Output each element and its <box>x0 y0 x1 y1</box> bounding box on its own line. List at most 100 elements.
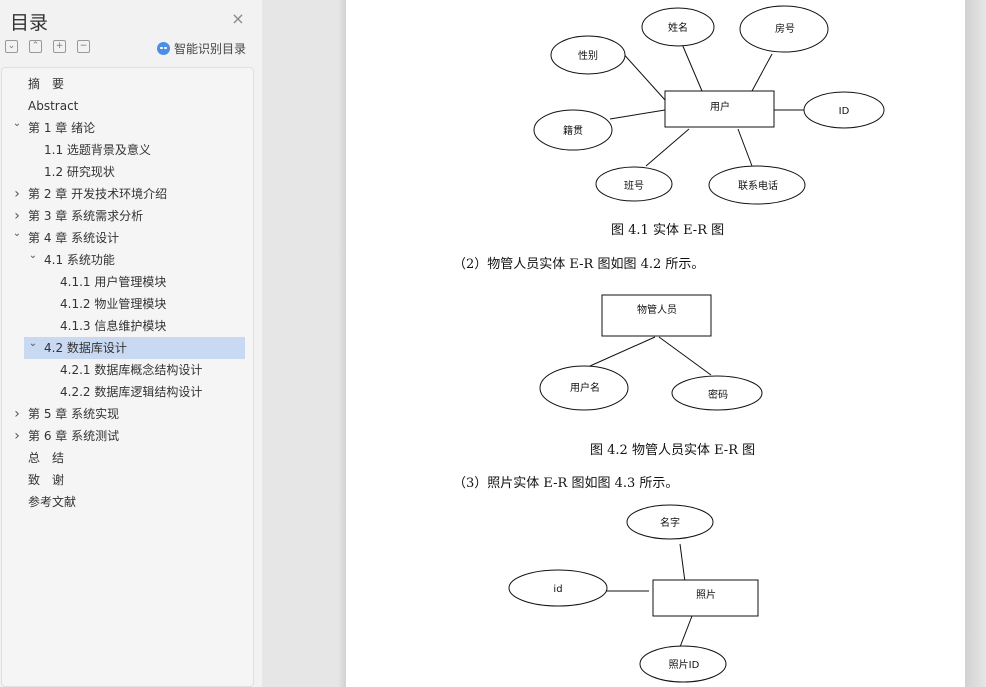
attribute-ellipse <box>739 5 829 53</box>
expand-all-button[interactable]: ⌄ <box>5 40 18 53</box>
toc-toolbar: ⌄ ⌃ + − <box>5 40 90 56</box>
toc-item[interactable]: 1.2 研究现状 <box>24 161 245 183</box>
chevron-down-icon[interactable]: ⌄ <box>12 118 22 129</box>
paragraph: （2）物管人员实体 E-R 图如图 4.2 所示。 <box>453 257 705 272</box>
toc-item-label: Abstract <box>28 99 79 113</box>
toc-item[interactable]: 摘 要 <box>24 73 245 95</box>
toc-item[interactable]: 4.2.2 数据库逻辑结构设计 <box>24 381 245 403</box>
toc-item-label: 第 3 章 系统需求分析 <box>28 209 144 223</box>
toc-item[interactable]: 4.1.3 信息维护模块 <box>24 315 245 337</box>
toc-item-label: 4.1.2 物业管理模块 <box>60 297 167 311</box>
attribute-label: 名字 <box>660 516 680 529</box>
toc-item-label: 第 6 章 系统测试 <box>28 429 120 443</box>
er-diagrams: 用户 姓名 房号 性别 ID 籍贯 班号 联系电话 物管人员 用户名 密码 照片… <box>508 5 885 683</box>
toc-item-label: 4.2.2 数据库逻辑结构设计 <box>60 385 203 399</box>
toc-item[interactable]: › 第 3 章 系统需求分析 <box>14 205 245 227</box>
paragraph: （3）照片实体 E-R 图如图 4.3 所示。 <box>453 476 679 491</box>
toc-item-label: 4.1 系统功能 <box>44 253 115 267</box>
entity-label: 用户 <box>710 100 730 113</box>
toc-item[interactable]: Abstract <box>24 95 245 117</box>
er-edge <box>619 49 666 101</box>
toc-item[interactable]: 1.1 选题背景及意义 <box>24 139 245 161</box>
toc-item-label: 第 4 章 系统设计 <box>28 231 120 245</box>
toc-item[interactable]: ⌄ 第 1 章 绪论 <box>13 117 245 139</box>
er-edge <box>679 543 686 583</box>
chevron-down-icon[interactable]: ⌄ <box>28 250 38 261</box>
toc-item[interactable]: 参考文献 <box>24 491 245 513</box>
chevron-right-icon[interactable]: › <box>14 428 20 444</box>
attribute-ellipse <box>533 109 613 151</box>
toc-item[interactable]: › 第 2 章 开发技术环境介绍 <box>14 183 245 205</box>
attribute-label: 姓名 <box>668 21 688 34</box>
decrease-level-button[interactable]: − <box>77 40 90 53</box>
attribute-ellipse <box>639 645 727 683</box>
attribute-label: 照片ID <box>669 658 700 671</box>
toc-item[interactable]: 总 结 <box>24 447 245 469</box>
increase-level-button[interactable]: + <box>53 40 66 53</box>
entity-box <box>652 579 759 617</box>
toc-item-label: 致 谢 <box>28 473 65 487</box>
attribute-label: ID <box>839 106 850 117</box>
document-page: 用户 姓名 房号 性别 ID 籍贯 班号 联系电话 物管人员 用户名 密码 照片… <box>346 0 965 687</box>
toc-item[interactable]: › 第 6 章 系统测试 <box>14 425 245 447</box>
smart-toc-button[interactable]: 智能识别目录 <box>157 40 246 57</box>
entity-box <box>664 90 775 128</box>
attribute-label: 用户名 <box>570 381 600 394</box>
sidebar-title: 目录 <box>10 12 49 34</box>
toc-item[interactable]: › 第 5 章 系统实现 <box>14 403 245 425</box>
toc-item[interactable]: 致 谢 <box>24 469 245 491</box>
toc-item[interactable]: 4.1.1 用户管理模块 <box>24 271 245 293</box>
chevron-right-icon[interactable]: › <box>14 186 20 202</box>
attribute-ellipse <box>641 7 715 47</box>
attribute-label: 班号 <box>624 180 644 192</box>
collapse-all-button[interactable]: ⌃ <box>29 40 42 53</box>
er-edge <box>679 615 693 648</box>
toc-list: 摘 要 Abstract ⌄ 第 1 章 绪论 1.1 选题背景及意义 1.2 研究现状 ›… <box>1 67 254 687</box>
figure-caption: 图 4.1 实体 E-R 图 <box>611 223 725 238</box>
toc-item-label: 摘 要 <box>28 77 65 91</box>
attribute-label: id <box>553 584 562 595</box>
toc-item-label: 1.1 选题背景及意义 <box>44 143 151 157</box>
attribute-label: 性别 <box>578 49 598 62</box>
er-edge <box>645 128 690 167</box>
ai-assistant-icon <box>157 42 170 55</box>
figure-caption: 图 4.2 物管人员实体 E-R 图 <box>590 443 756 458</box>
chevron-down-icon[interactable]: ⌄ <box>28 338 38 349</box>
chevron-right-icon[interactable]: › <box>14 406 20 422</box>
toc-item-label: 第 5 章 系统实现 <box>28 407 120 421</box>
entity-label: 照片 <box>696 588 716 601</box>
er-edge <box>751 53 773 92</box>
toc-item-label: 4.2.1 数据库概念结构设计 <box>60 363 203 377</box>
chevron-down-icon[interactable]: ⌄ <box>12 228 22 239</box>
toc-item[interactable]: ⌄ 4.2 数据库设计 <box>24 337 245 359</box>
attribute-ellipse <box>671 375 763 411</box>
toc-item[interactable]: 4.2.1 数据库概念结构设计 <box>24 359 245 381</box>
er-edge <box>589 336 656 367</box>
close-icon[interactable]: × <box>231 9 245 28</box>
toc-item[interactable]: ⌄ 第 4 章 系统设计 <box>13 227 245 249</box>
attribute-ellipse <box>803 91 885 129</box>
toc-item[interactable]: ⌄ 4.1 系统功能 <box>24 249 245 271</box>
attribute-ellipse <box>708 165 806 205</box>
toc-sidebar: 目录 × ⌄ ⌃ + − 智能识别目录 摘 要 Abstract ⌄ 第 1 章 绪论… <box>0 0 262 687</box>
chevron-right-icon[interactable]: › <box>14 208 20 224</box>
attribute-label: 密码 <box>708 388 728 401</box>
toc-item[interactable]: 4.1.2 物业管理模块 <box>24 293 245 315</box>
toc-item-label: 4.1.1 用户管理模块 <box>60 275 167 289</box>
toc-item-label: 总 结 <box>28 451 65 465</box>
toc-item-label: 4.2 数据库设计 <box>44 341 127 355</box>
toc-item-label: 1.2 研究现状 <box>44 165 115 179</box>
toc-item-label: 4.1.3 信息维护模块 <box>60 319 167 333</box>
page-shadow-left <box>338 0 346 687</box>
er-edge <box>658 336 712 376</box>
attribute-ellipse <box>626 504 714 540</box>
entity-box <box>601 294 712 337</box>
attribute-label: 籍贯 <box>563 124 583 137</box>
attribute-ellipse <box>595 166 673 202</box>
attribute-label: 房号 <box>775 22 795 35</box>
toc-item-label: 第 1 章 绪论 <box>28 121 96 135</box>
er-edge <box>737 128 753 167</box>
page-shadow-right <box>965 0 986 687</box>
er-edge <box>681 43 703 92</box>
toc-item-label: 第 2 章 开发技术环境介绍 <box>28 187 168 201</box>
